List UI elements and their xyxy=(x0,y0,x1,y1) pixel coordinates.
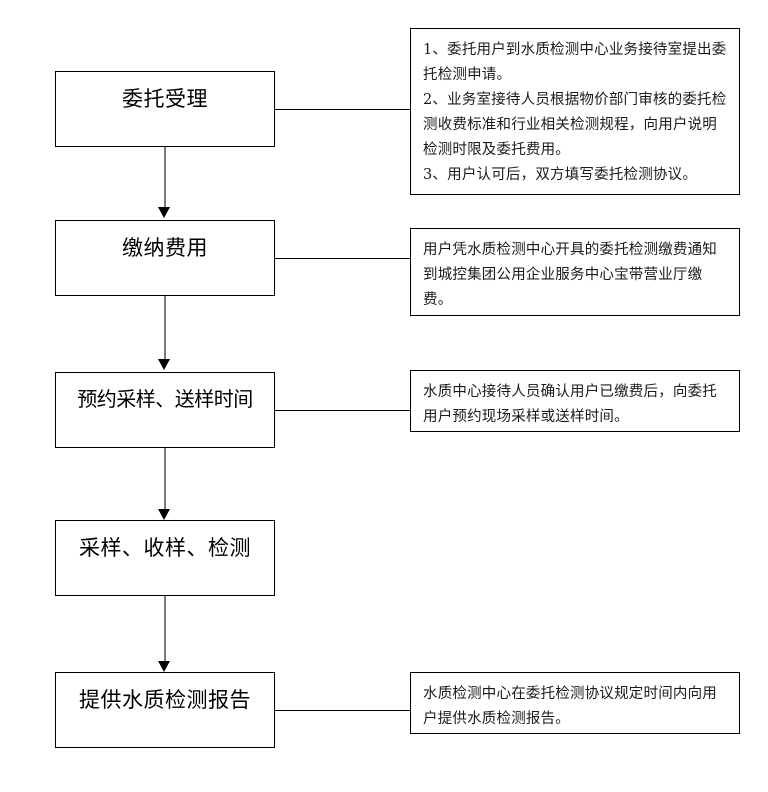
flow-step-label-1: 委托受理 xyxy=(122,88,208,111)
flow-step-box-4[interactable]: 采样、收样、检测 xyxy=(55,520,275,596)
note-box-1: 1、委托用户到水质检测中心业务接待室提出委托检测申请。 2、业务室接待人员根据物… xyxy=(410,28,740,195)
note-text-3: 水质中心接待人员确认用户已缴费后，向委托用户预约现场采样或送样时间。 xyxy=(423,384,717,425)
connector-step-3-to-note-3 xyxy=(275,410,410,411)
note-box-5: 水质检测中心在委托检测协议规定时间内向用户提供水质检测报告。 xyxy=(410,672,740,734)
flow-step-label-3: 预约采样、送样时间 xyxy=(77,389,253,411)
note-text-5: 水质检测中心在委托检测协议规定时间内向用户提供水质检测报告。 xyxy=(423,686,717,727)
note-text-1: 1、委托用户到水质检测中心业务接待室提出委托检测申请。 2、业务室接待人员根据物… xyxy=(423,42,727,183)
connector-step-1-to-note-1 xyxy=(275,109,410,110)
flow-step-label-4: 采样、收样、检测 xyxy=(79,537,251,560)
flow-arrow-1-to-2 xyxy=(158,147,171,218)
flow-step-box-1[interactable]: 委托受理 xyxy=(55,71,275,147)
flow-arrow-2-to-3 xyxy=(158,296,171,370)
note-box-2: 用户凭水质检测中心开具的委托检测缴费通知到城控集团公用企业服务中心宝带营业厅缴费… xyxy=(410,228,740,316)
flow-arrow-3-to-4 xyxy=(158,448,171,520)
note-box-3: 水质中心接待人员确认用户已缴费后，向委托用户预约现场采样或送样时间。 xyxy=(410,370,740,432)
flow-step-label-5: 提供水质检测报告 xyxy=(79,689,251,712)
flow-step-box-2[interactable]: 缴纳费用 xyxy=(55,220,275,296)
flow-step-box-3[interactable]: 预约采样、送样时间 xyxy=(55,372,275,448)
flow-step-box-5[interactable]: 提供水质检测报告 xyxy=(55,672,275,748)
flow-step-label-2: 缴纳费用 xyxy=(122,237,208,260)
connector-step-5-to-note-5 xyxy=(275,710,410,711)
note-text-2: 用户凭水质检测中心开具的委托检测缴费通知到城控集团公用企业服务中心宝带营业厅缴费… xyxy=(423,242,717,308)
flow-arrow-4-to-5 xyxy=(158,596,171,672)
connector-step-2-to-note-2 xyxy=(275,258,410,259)
